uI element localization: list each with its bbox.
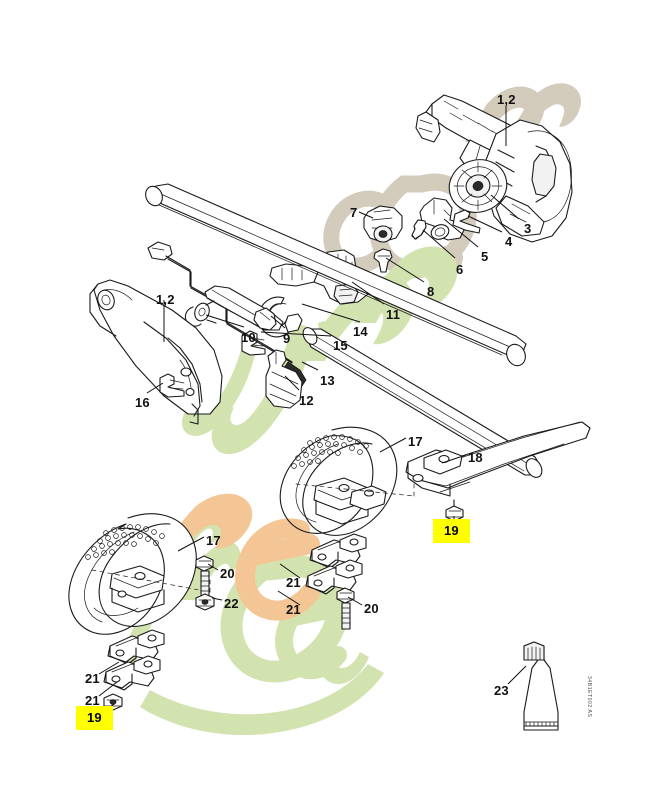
part-fan-wheel bbox=[448, 159, 508, 213]
callout-1-2-top: 1,2 bbox=[497, 92, 516, 107]
part-grease-tube bbox=[523, 641, 559, 731]
leader-3 bbox=[490, 194, 520, 220]
callout-5: 5 bbox=[481, 249, 489, 264]
leader-5 bbox=[443, 218, 479, 248]
callout-21-b: 21 bbox=[286, 602, 301, 617]
callout-18: 18 bbox=[468, 450, 483, 465]
drawing-reference-code: 34B1ET002 AS bbox=[586, 676, 592, 718]
leader-17-right bbox=[379, 437, 407, 453]
callout-8: 8 bbox=[427, 284, 435, 299]
leader-22 bbox=[211, 597, 223, 601]
callout-19-right: 19 bbox=[433, 519, 470, 543]
part-bolt-20-middle bbox=[336, 587, 355, 630]
callout-21-a: 21 bbox=[286, 575, 301, 590]
leader-10 bbox=[205, 314, 245, 328]
callout-20-left: 20 bbox=[220, 566, 235, 581]
callout-13: 13 bbox=[320, 373, 335, 388]
leader-21-b bbox=[277, 590, 301, 606]
leader-6 bbox=[422, 229, 456, 259]
callout-1-2-left: 1,2 bbox=[156, 292, 175, 307]
part-nut-22 bbox=[195, 593, 215, 611]
leader-17-left bbox=[177, 536, 205, 552]
leader-12 bbox=[284, 375, 300, 391]
part-left-handle-housing bbox=[89, 279, 223, 425]
watermark-stroke-tan-2 bbox=[511, 83, 581, 134]
callout-21-d: 21 bbox=[85, 693, 100, 708]
part-upper-handle-tube bbox=[145, 183, 527, 367]
watermark-stroke-green-tail bbox=[140, 664, 384, 736]
callout-23: 23 bbox=[494, 683, 509, 698]
leader-8 bbox=[385, 257, 425, 283]
leader-7 bbox=[358, 211, 374, 219]
part-bolt-20-left bbox=[195, 555, 214, 600]
leader-13 bbox=[301, 361, 319, 371]
loop-handle-grip-texture-left bbox=[85, 524, 165, 560]
watermark-stroke-green-accent bbox=[318, 320, 346, 336]
leader-16 bbox=[146, 382, 164, 394]
callout-12: 12 bbox=[299, 393, 314, 408]
watermark-stroke-green-3 bbox=[211, 321, 316, 455]
loop-handle-grip-texture-right bbox=[291, 434, 369, 469]
part-loop-handle-left bbox=[68, 513, 211, 635]
leader-4 bbox=[467, 215, 503, 233]
callout-7: 7 bbox=[350, 205, 358, 220]
callout-20-right: 20 bbox=[364, 601, 379, 616]
callout-21-c: 21 bbox=[85, 671, 100, 686]
part-clamp-halves-left bbox=[103, 629, 165, 691]
watermark-stroke-tan-c bbox=[323, 190, 388, 274]
leader-9 bbox=[270, 315, 286, 329]
callout-11: 11 bbox=[386, 307, 401, 322]
callout-16: 16 bbox=[135, 395, 150, 410]
callout-17-left: 17 bbox=[206, 533, 221, 548]
leader-14 bbox=[301, 303, 361, 323]
watermark-stroke-green-4 bbox=[182, 336, 258, 436]
part-gear-housing-group bbox=[415, 94, 573, 243]
part-small-hardware-group bbox=[363, 197, 481, 273]
callout-6: 6 bbox=[456, 262, 464, 277]
leader-lines bbox=[98, 106, 527, 711]
callout-4: 4 bbox=[505, 234, 513, 249]
callout-3: 3 bbox=[524, 221, 532, 236]
callout-22: 22 bbox=[224, 596, 239, 611]
leader-20-left bbox=[207, 563, 219, 571]
leader-18 bbox=[441, 454, 467, 464]
part-stop-switch bbox=[265, 349, 303, 409]
leader-21-c bbox=[98, 661, 120, 675]
part-loop-handle-right bbox=[279, 426, 415, 536]
watermark-stroke-green-t bbox=[318, 548, 369, 685]
leader-21-d bbox=[98, 681, 118, 697]
leader-11 bbox=[351, 281, 385, 305]
watermark-stroke-orange-e bbox=[235, 518, 320, 621]
leader-20-right bbox=[347, 596, 363, 606]
callout-9: 9 bbox=[283, 331, 291, 346]
callout-19-left: 19 bbox=[76, 706, 113, 730]
part-clamp-halves-middle bbox=[305, 533, 367, 595]
callout-15: 15 bbox=[333, 338, 348, 353]
leader-23 bbox=[507, 665, 527, 685]
callout-14: 14 bbox=[353, 324, 368, 339]
leader-15 bbox=[260, 331, 332, 337]
leader-21-a bbox=[279, 563, 301, 579]
callout-10: 10 bbox=[241, 330, 256, 345]
callout-17-right: 17 bbox=[408, 434, 423, 449]
